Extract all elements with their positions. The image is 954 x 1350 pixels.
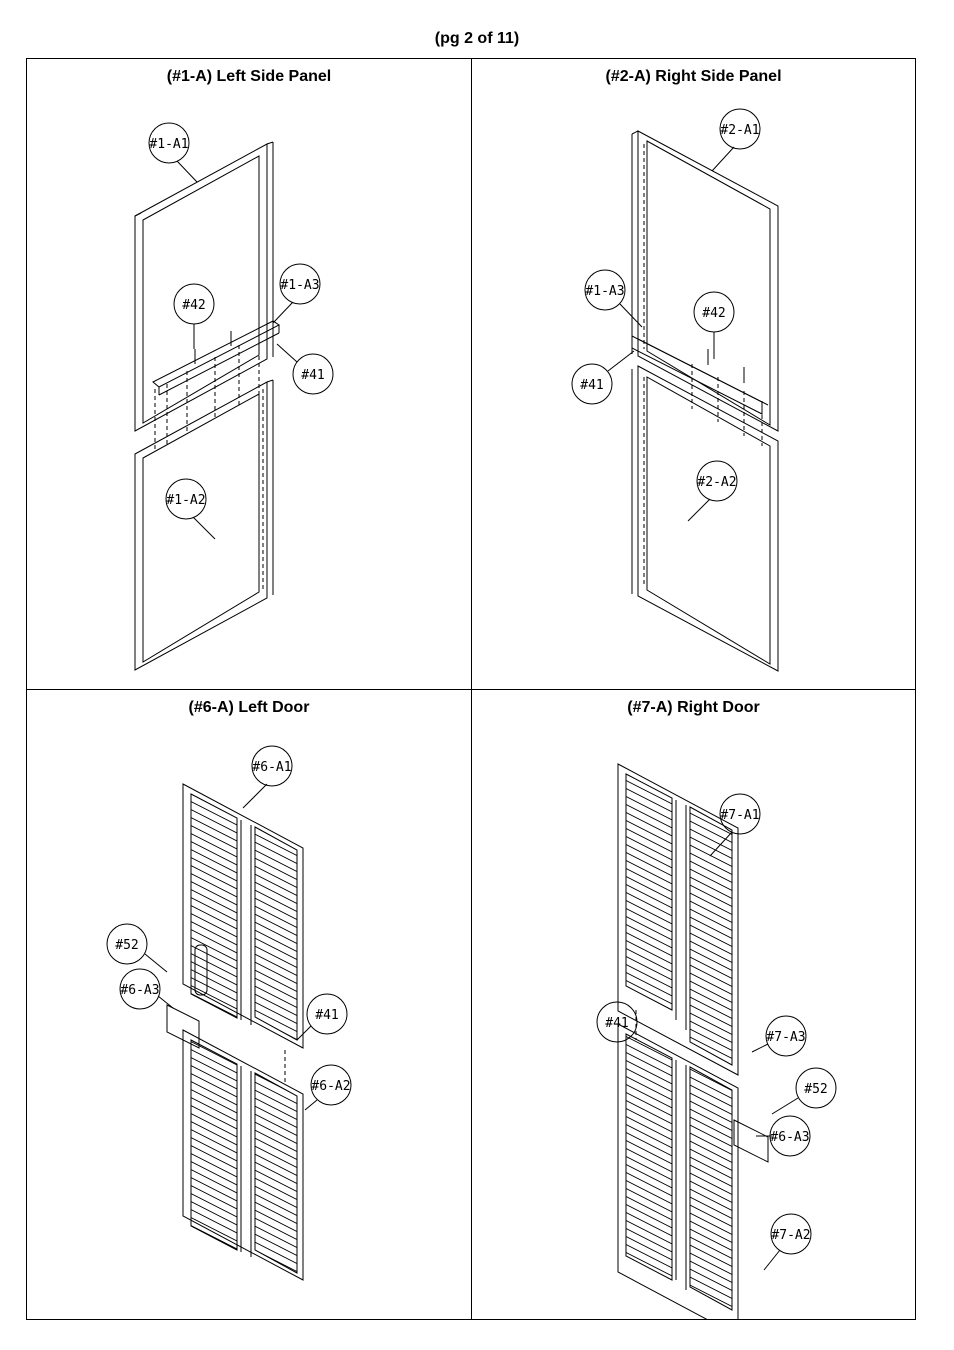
callout-1-a2: #1-A2	[166, 493, 205, 508]
panel-right-door: (#7-A) Right Door	[472, 690, 915, 1319]
upper-door	[182, 783, 304, 1049]
left-door-diagram: #6-A1 #52 #6-A3 #41 #6-A2	[106, 745, 352, 1281]
connector-bar	[152, 320, 280, 396]
upper-frame	[631, 130, 779, 432]
callout-52: #52	[115, 938, 138, 953]
callout-7-a3: #7-A3	[766, 1030, 805, 1045]
right-side-panel-diagram: #2-A1 #1-A3 #42 #41 #2-A2	[571, 108, 779, 672]
bolts	[707, 349, 745, 383]
right-door-diagram: #7-A1 #41 #7-A3 #52 #6-A3 #7-A2	[596, 763, 837, 1319]
panel-left-door: (#6-A) Left Door	[27, 690, 472, 1319]
callout-2-a2: #2-A2	[697, 475, 736, 490]
callout-1-a3: #1-A3	[585, 284, 624, 299]
dashed-guides	[691, 364, 763, 446]
hinge-bracket	[166, 1004, 286, 1085]
panel-left-side: (#1-A) Left Side Panel	[27, 59, 472, 690]
panel-title: (#6-A) Left Door	[188, 699, 310, 716]
callout-bubbles	[106, 745, 352, 1111]
panel-title: (#7-A) Right Door	[627, 699, 760, 716]
left-side-panel-diagram: #1-A1 #42 #1-A3 #41 #1-A2	[134, 122, 334, 671]
callout-6-a3: #6-A3	[120, 983, 159, 998]
callout-1-a3: #1-A3	[280, 278, 319, 293]
callout-bubbles	[596, 793, 837, 1271]
callout-7-a2: #7-A2	[771, 1228, 810, 1243]
lower-frame	[631, 365, 779, 672]
callout-2-a1: #2-A1	[720, 123, 759, 138]
callout-6-a2: #6-A2	[311, 1079, 350, 1094]
assembly-grid: (#1-A) Left Side Panel	[26, 58, 916, 1320]
dashed-guides	[154, 335, 260, 449]
hinge-bracket	[635, 1010, 769, 1163]
callout-41: #41	[315, 1008, 338, 1023]
panel-title: (#2-A) Right Side Panel	[605, 68, 782, 85]
callout-6-a3: #6-A3	[770, 1130, 809, 1145]
panel-title: (#1-A) Left Side Panel	[166, 68, 332, 85]
lower-door	[182, 1029, 304, 1281]
connector-bar	[631, 335, 769, 415]
callout-42: #42	[702, 306, 725, 321]
lower-frame	[134, 379, 274, 671]
callout-52: #52	[804, 1082, 827, 1097]
callout-41: #41	[580, 378, 603, 393]
callout-6-a1: #6-A1	[252, 760, 291, 775]
callout-1-a1: #1-A1	[149, 137, 188, 152]
callout-42: #42	[182, 298, 205, 313]
upper-door	[617, 763, 739, 1076]
callout-41: #41	[301, 368, 324, 383]
callout-7-a1: #7-A1	[720, 808, 759, 823]
lower-door	[617, 1023, 739, 1319]
page-header: (pg 2 of 11)	[434, 30, 520, 47]
callout-bubbles	[571, 108, 761, 522]
bolts	[194, 331, 232, 364]
panel-right-side: (#2-A) Right Side Panel	[472, 59, 915, 690]
callout-41: #41	[605, 1016, 628, 1031]
callout-bubbles	[148, 122, 334, 540]
